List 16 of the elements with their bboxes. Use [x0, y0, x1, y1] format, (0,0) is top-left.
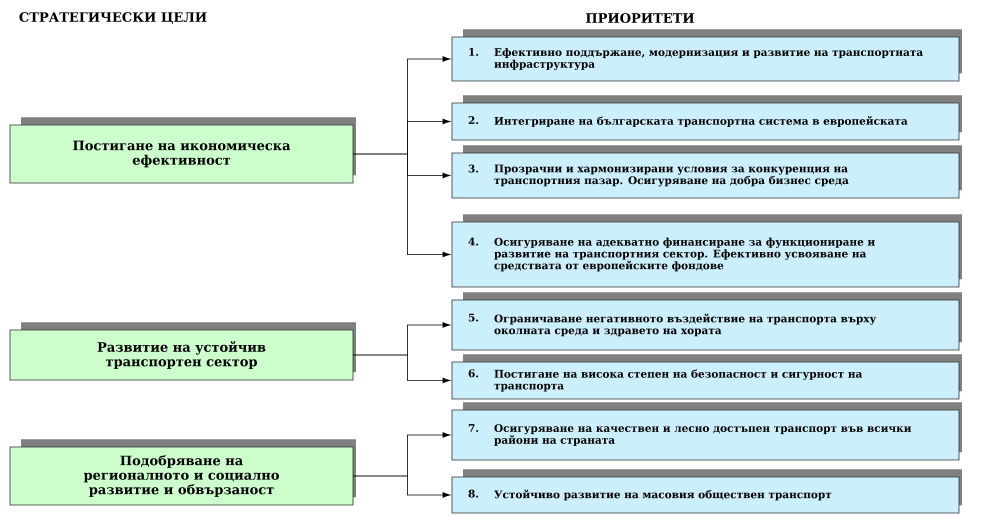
priority-box: 3. Прозрачни и хармонизирани условия за конкуренция на транспортния пазар. Осигуряване на добра бизнес среда: [452, 145, 962, 198]
priority-box: 1. Ефективно поддържане, модернизация и развитие на транспортната инфраструктура: [452, 29, 962, 82]
priority-box: 6. Постигане на висока степен на безопасност и сигурност на транспорта: [452, 354, 962, 400]
goal-box: Постигане на икономическа ефективност: [10, 117, 356, 184]
goal-box: Подобряване на регионалното и социално развитие и обвързаност: [10, 439, 356, 506]
column-heading: ПРИОРИТЕТИ: [586, 13, 694, 23]
arrow: [353, 476, 450, 498]
priority-box: 2. Интегриране на българската транспортна система в европейската: [452, 95, 962, 140]
goal-box: Развитие на устойчив транспортен сектор: [10, 322, 356, 380]
arrow: [353, 154, 450, 258]
arrow: [353, 354, 450, 384]
priority-box: 5. Ограничаване негативното въздействие на транспорта върху околната среда и здравето на хората: [452, 292, 962, 350]
priority-box: 4. Осигуряване на адекватно финансиране за функциониране и развитие на транспортния сектор. Ефективно усвояване на средствата от европейските фондове: [452, 214, 962, 288]
priority-box: 8. Устойчиво развитие на масовия обществен транспорт: [452, 469, 962, 514]
priority-box: 7. Осигуряване на качествен и лесно достъпен транспорт във всички райони на страната: [452, 402, 962, 460]
column-heading: СТРАТЕГИЧЕСКИ ЦЕЛИ: [19, 12, 207, 24]
